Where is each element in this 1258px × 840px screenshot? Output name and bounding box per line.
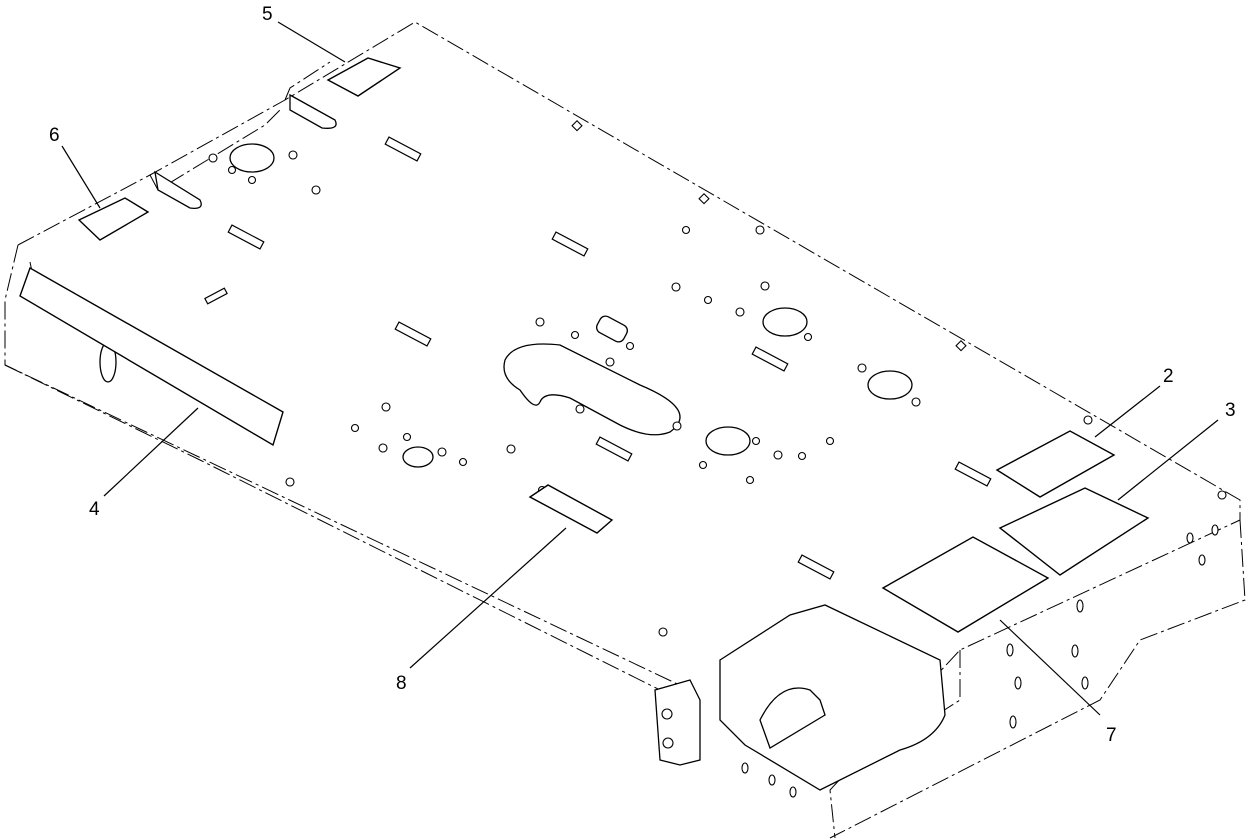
slot [384, 136, 422, 162]
decals [19, 57, 1150, 633]
slot [954, 461, 992, 487]
callout-5: 5 [262, 4, 273, 25]
decal-4 [19, 266, 284, 447]
leader-lines [61, 21, 1219, 716]
decal-3 [998, 487, 1150, 576]
slot [797, 554, 835, 580]
leader-3 [1117, 419, 1219, 501]
callout-labels: 2 3 4 5 6 7 8 [49, 4, 1236, 746]
leader-6 [61, 145, 101, 209]
leader-5 [277, 21, 346, 63]
callout-7: 7 [1106, 725, 1117, 746]
slot [394, 321, 432, 347]
slot [595, 436, 633, 462]
leader-7 [999, 619, 1101, 716]
decal-6 [77, 197, 150, 241]
callout-2: 2 [1163, 366, 1174, 387]
frame-outline [4, 21, 1246, 839]
slot [751, 346, 789, 372]
decal-8 [528, 484, 614, 534]
decal-5 [326, 57, 402, 97]
leader-2 [1094, 385, 1161, 438]
callout-8: 8 [396, 673, 407, 694]
leader-8 [409, 527, 567, 669]
slot [204, 287, 228, 305]
callout-6: 6 [49, 125, 60, 146]
slot [227, 224, 265, 250]
plate-features [99, 93, 1227, 798]
callout-3: 3 [1225, 400, 1236, 421]
slot [551, 231, 589, 257]
decal-7 [881, 536, 1050, 633]
callout-4: 4 [89, 499, 100, 520]
decal-2 [995, 430, 1116, 498]
leader-4 [103, 407, 199, 497]
